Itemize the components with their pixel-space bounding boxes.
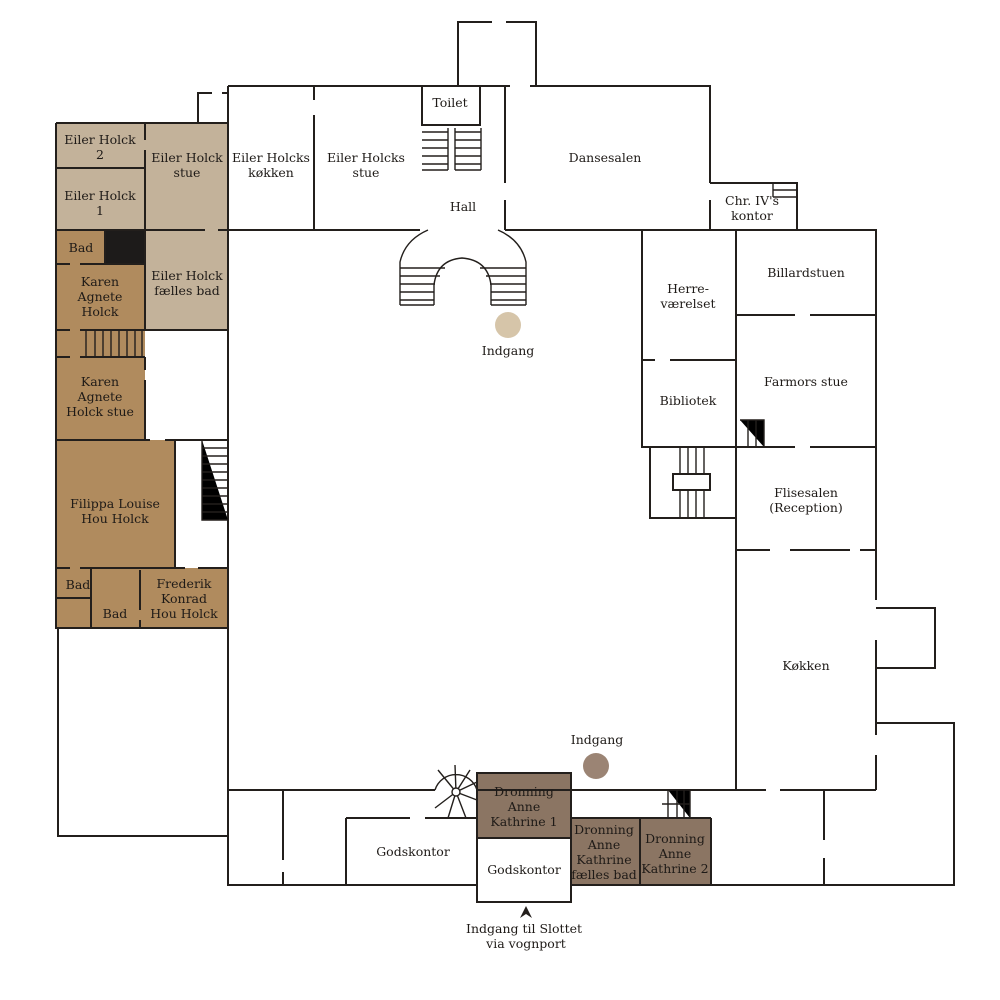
room-label-line: Farmors stue	[764, 374, 848, 389]
room-label-line: Filippa Louise	[70, 496, 160, 511]
left-stair	[85, 330, 228, 521]
room-label-line: værelset	[659, 296, 715, 311]
room-label-line: Kathrine 2	[641, 861, 708, 876]
dak1-fill	[477, 773, 571, 838]
room-label-line: Dronning	[645, 831, 705, 846]
room-label-line: 1	[96, 203, 104, 218]
entrance-north-marker	[495, 312, 521, 338]
room-label-line: Eiler Holcks	[327, 150, 405, 165]
room-label-line: Bad	[66, 577, 91, 592]
room-label-line: kontor	[731, 208, 773, 223]
room-label-line: Chr. IV's	[725, 193, 779, 208]
room-label-line: Hou Holck	[150, 606, 218, 621]
room-label-line: Toilet	[432, 95, 467, 110]
room-label-line: Bad	[69, 240, 94, 255]
main-entrance-label: Indgang til Slottet via vognport	[466, 921, 586, 951]
room-label-line: stue	[174, 165, 201, 180]
room-label-dansesalen: Dansesalen	[569, 150, 642, 165]
room-label-line: Godskontor	[487, 862, 561, 877]
stairs	[85, 128, 797, 819]
room-label-line: Konrad	[161, 591, 207, 606]
room-label-line: (Reception)	[769, 500, 843, 515]
room-label-bad2: Bad	[66, 577, 91, 592]
room-label-line: Agnete	[77, 289, 123, 304]
room-label-line: Hall	[450, 199, 476, 214]
room-label-flise: Flisesalen(Reception)	[769, 485, 843, 515]
room-label-line: fælles bad	[154, 283, 220, 298]
room-label-herre: Herre-værelset	[659, 281, 715, 311]
room-label-line: Bad	[103, 606, 128, 621]
room-label-line: Herre-	[667, 281, 709, 296]
room-label-line: Kathrine	[576, 852, 631, 867]
room-label-line: Karen	[81, 274, 119, 289]
room-label-godskontor2: Godskontor	[487, 862, 561, 877]
room-label-toilet: Toilet	[432, 95, 467, 110]
room-label-line: Hou Holck	[81, 511, 149, 526]
room-label-line: Dronning	[494, 784, 554, 799]
room-label-line: Køkken	[782, 658, 829, 673]
arrow-up-icon	[520, 906, 532, 918]
room-label-line: fælles bad	[571, 867, 637, 882]
room-label-line: stue	[353, 165, 380, 180]
entrance-south-label: Indgang	[571, 732, 624, 747]
filippa-fill	[56, 440, 175, 568]
room-label-line: Bibliotek	[660, 393, 717, 408]
room-label-line: Holck stue	[66, 404, 134, 419]
eiler-holck-area	[56, 123, 228, 230]
room-label-line: Kathrine 1	[490, 814, 557, 829]
room-label-line: Godskontor	[376, 844, 450, 859]
room-label-line: Karen	[81, 374, 119, 389]
room-label-line: Eiler Holck	[64, 132, 136, 147]
room-label-line: Anne	[587, 837, 621, 852]
right-stairs	[662, 182, 797, 818]
room-label-line: Anne	[658, 846, 692, 861]
room-label-bibliotek: Bibliotek	[660, 393, 717, 408]
eiler-holck-faelles-bad-fill	[145, 230, 228, 330]
room-label-line: køkken	[248, 165, 294, 180]
room-label-line: Eiler Holcks	[232, 150, 310, 165]
room-label-line: Eiler Holck	[151, 150, 223, 165]
room-label-line: Holck	[82, 304, 119, 319]
room-label-line: Eiler Holck	[151, 268, 223, 283]
room-label-line: Flisesalen	[774, 485, 838, 500]
room-label-billard: Billardstuen	[767, 265, 845, 280]
room-label-line: Billardstuen	[767, 265, 845, 280]
entrance-north-label: Indgang	[482, 343, 535, 358]
room-label-line: Dansesalen	[569, 150, 642, 165]
walls	[55, 21, 955, 903]
room-label-line: Anne	[507, 799, 541, 814]
room-label-line: 2	[96, 147, 104, 162]
spiral-stair	[434, 764, 478, 819]
entrance-south-marker	[583, 753, 609, 779]
room-label-line: Frederik	[157, 576, 212, 591]
room-label-line: Dronning	[574, 822, 634, 837]
room-label-farmor: Farmors stue	[764, 374, 848, 389]
room-label-line: Agnete	[77, 389, 123, 404]
room-label-bad3: Bad	[103, 606, 128, 621]
room-label-bad1: Bad	[69, 240, 94, 255]
hall-stair-top	[422, 128, 482, 171]
main-staircase	[399, 229, 527, 306]
room-label-godskontor1: Godskontor	[376, 844, 450, 859]
dark-shaft	[105, 230, 145, 264]
room-label-hall: Hall	[450, 199, 476, 214]
room-label-kokken: Køkken	[782, 658, 829, 673]
room-label-line: Eiler Holck	[64, 188, 136, 203]
